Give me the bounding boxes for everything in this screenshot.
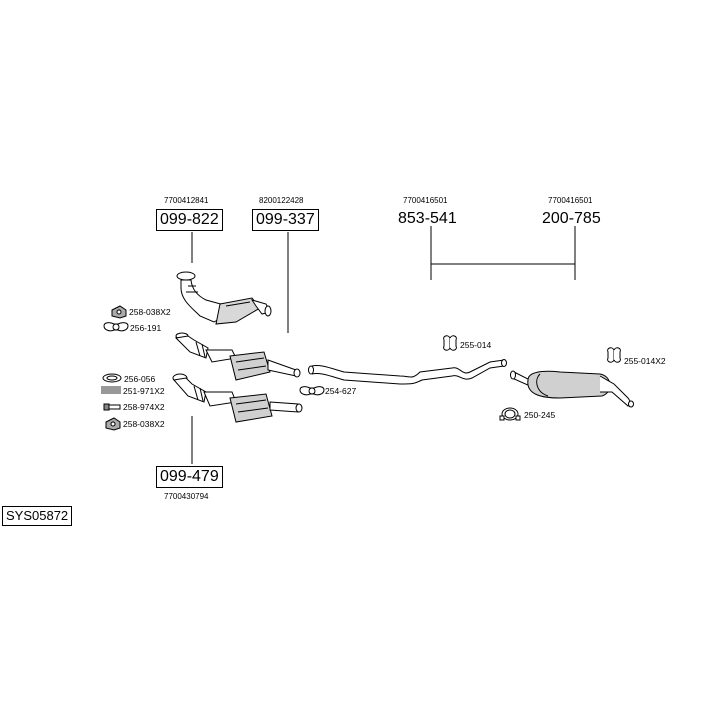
bolt-icon	[103, 403, 121, 411]
oem-number: 7700430794	[164, 492, 209, 501]
downpipe-catalyst-upper	[176, 271, 272, 325]
spring-icon	[101, 386, 121, 394]
intermediate-pipe	[308, 359, 507, 385]
part-number-853-541[interactable]: 853-541	[398, 210, 457, 227]
accessory-label[interactable]: 255-014	[460, 340, 492, 350]
nut-icon	[105, 417, 121, 431]
accessory-label[interactable]: 258-974X2	[123, 402, 165, 412]
accessory-label[interactable]: 255-014X2	[624, 356, 666, 366]
system-code: SYS05872	[2, 506, 73, 526]
part-number-099-479[interactable]: 099-479	[156, 466, 223, 488]
rubber-hanger-icon	[607, 347, 621, 363]
catalyst-middle	[174, 332, 301, 381]
gasket-icon	[103, 322, 129, 332]
flange-gasket-icon	[299, 386, 325, 396]
part-number-099-822[interactable]: 099-822	[156, 209, 223, 231]
catalyst-lower	[172, 373, 303, 423]
ring-gasket-icon	[102, 373, 122, 383]
part-number-200-785[interactable]: 200-785	[542, 210, 601, 227]
rubber-hanger-icon	[443, 335, 457, 351]
accessory-label[interactable]: 251-971X2	[123, 386, 165, 396]
accessory-label[interactable]: 256-056	[124, 374, 156, 384]
oem-number: 8200122428	[259, 196, 304, 205]
oem-number: 7700416501	[548, 196, 593, 205]
nut-icon	[111, 305, 127, 319]
oem-number: 7700416501	[403, 196, 448, 205]
pipe-clamp-icon	[499, 407, 521, 421]
accessory-label[interactable]: 258-038X2	[123, 419, 165, 429]
rear-silencer	[510, 370, 634, 408]
part-number-099-337[interactable]: 099-337	[252, 209, 319, 231]
accessory-label[interactable]: 258-038X2	[129, 307, 171, 317]
accessory-label[interactable]: 254-627	[325, 386, 357, 396]
accessory-label[interactable]: 256-191	[130, 323, 162, 333]
oem-number: 7700412841	[164, 196, 209, 205]
accessory-label[interactable]: 250-245	[524, 410, 556, 420]
